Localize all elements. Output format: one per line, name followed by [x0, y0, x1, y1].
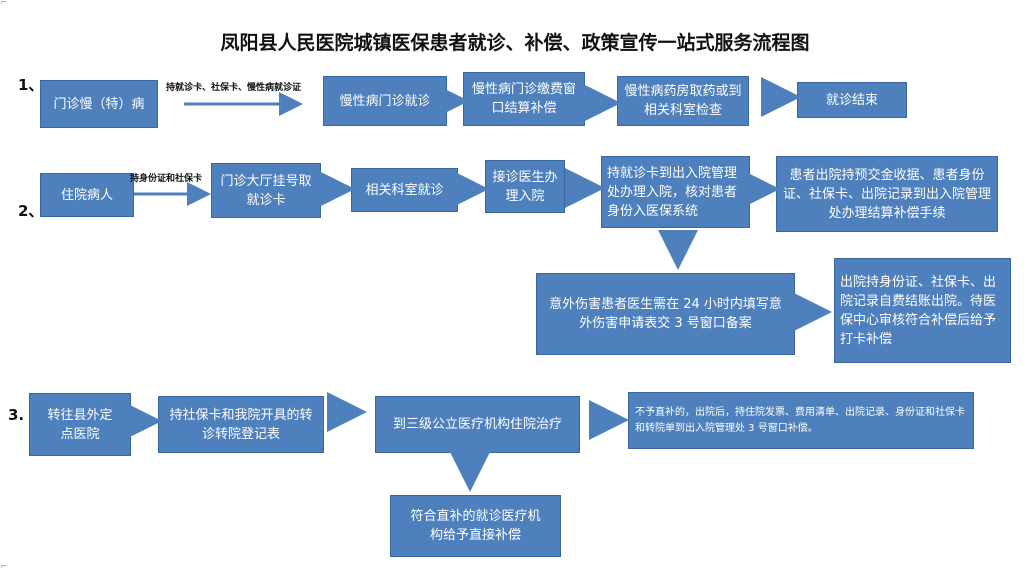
row-3-step-2-box: 到三级公立医疗机构住院治疗: [375, 396, 580, 453]
row-2-step-3-box: 接诊医生办理入院: [485, 160, 565, 213]
row-2-step-1-box: 门诊大厅挂号取就诊卡: [211, 163, 321, 218]
row-3-number: 3.: [8, 406, 25, 424]
row-2-step-5-box: 患者出院持预交金收据、患者身份证、社保卡、出院记录到出入院管理处办理结算补偿手续: [776, 156, 998, 232]
row-2-arrow-label: 持身份证和社保卡: [130, 174, 203, 184]
row-3-start-box: 转往县外定点医院: [29, 393, 131, 456]
corner-mark-top: ⌐: [0, 0, 8, 8]
corner-mark-bottom: ⌐: [0, 562, 8, 572]
row-2-start-box: 住院病人: [40, 173, 134, 217]
page-title: 凤阳县人民医院城镇医保患者就诊、补偿、政策宣传一站式服务流程图: [220, 32, 810, 54]
row-1-step-4-box: 就诊结束: [797, 82, 907, 118]
row-1-number: 1、: [18, 76, 44, 94]
row-2-accident-box: 意外伤害患者医生需在 24 小时内填写意外伤害申请表交 3 号窗口备案: [536, 273, 795, 355]
row-3-step-1-box: 持社保卡和我院开具的转诊转院登记表: [158, 396, 324, 453]
row-1-step-2-box: 慢性病门诊缴费窗口结算补偿: [463, 72, 585, 126]
row-1-arrow-label: 持就诊卡、社保卡、慢性病就诊证: [166, 83, 302, 93]
row-3-step-3-box: 不予直补的，出院后，持住院发票、费用清单、出院记录、身份证和社保卡和转院单到出入…: [628, 392, 974, 449]
row-1-step-3-box: 慢性病药房取药或到相关科室检查: [617, 76, 749, 126]
row-2-self-pay-box: 出院持身份证、社保卡、出院记录自费结账出院。待医保中心审核符合补偿后给予打卡补偿: [834, 258, 1011, 363]
row-3-step-4-box: 符合直补的就诊医疗机构给予直接补偿: [390, 495, 561, 557]
row-2-step-2-box: 相关科室就诊: [351, 168, 458, 212]
row-1-start-box: 门诊慢（特）病: [40, 80, 158, 128]
row-2-number: 2、: [18, 202, 44, 220]
